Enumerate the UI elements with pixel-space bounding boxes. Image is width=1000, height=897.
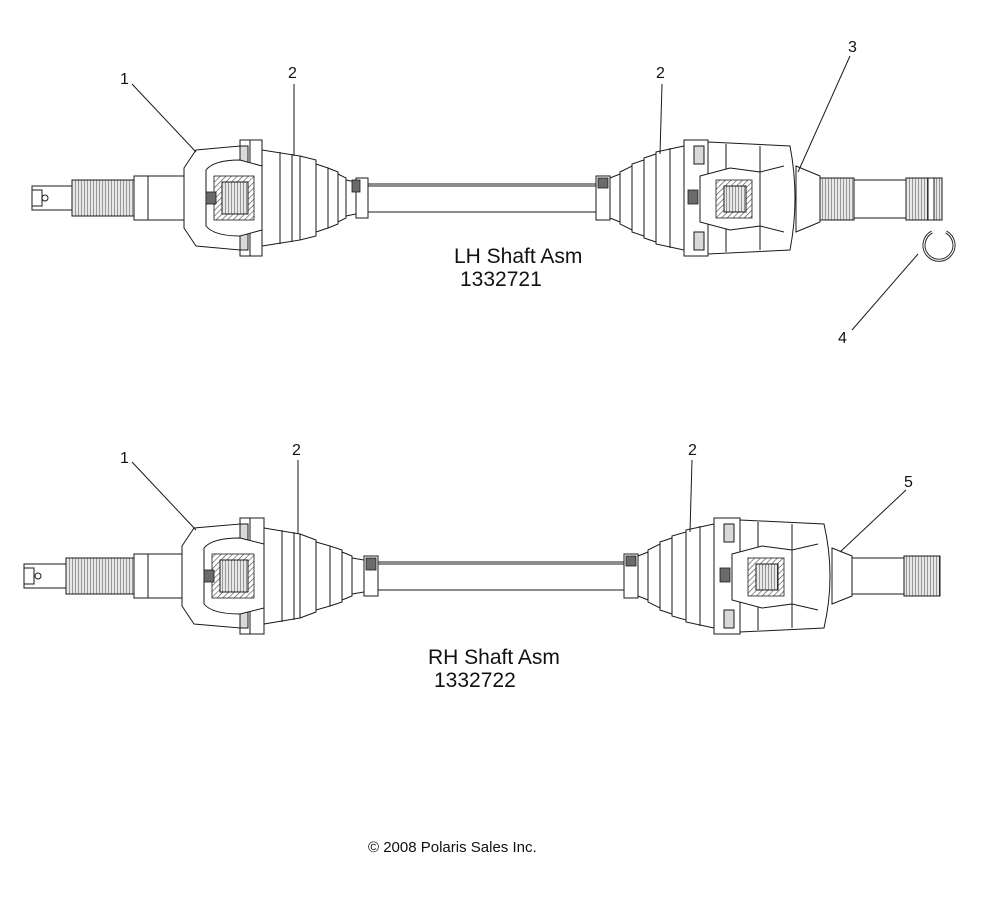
rh-callout-5: 5	[904, 474, 913, 491]
rh-leader-2-inner	[689, 459, 693, 533]
lh-bar-shaft	[367, 183, 599, 213]
rh-outer-clamp	[363, 555, 379, 597]
rh-outer-stub-shaft	[23, 553, 183, 599]
lh-leader-4	[851, 253, 919, 331]
copyright-notice: © 2008 Polaris Sales Inc.	[368, 839, 537, 856]
rh-assembly-part-number: 1332722	[434, 669, 516, 692]
rh-bar-shaft	[377, 561, 625, 591]
lh-inner-boot	[609, 145, 685, 251]
lh-callout-2-outer: 2	[288, 65, 297, 82]
rh-leader-5	[839, 489, 907, 553]
rh-callout-2-inner: 2	[688, 442, 697, 459]
lh-assembly-part-number: 1332721	[460, 268, 542, 291]
lh-assembly-name: LH Shaft Asm	[454, 245, 582, 268]
lh-leader-1	[131, 83, 197, 153]
lh-circlip	[922, 230, 956, 262]
lh-leader-3	[797, 55, 851, 173]
lh-callout-1: 1	[120, 71, 129, 88]
lh-leader-2-inner	[659, 83, 663, 155]
rh-inner-stub-shaft	[831, 547, 941, 605]
lh-inner-stub-shaft	[795, 165, 943, 233]
rh-assembly-name: RH Shaft Asm	[428, 646, 560, 669]
lh-outer-stub-shaft	[31, 175, 185, 221]
lh-inner-cv-joint	[683, 139, 796, 257]
rh-inner-cv-joint	[713, 517, 831, 635]
rh-callout-1: 1	[120, 450, 129, 467]
lh-callout-2-inner: 2	[656, 65, 665, 82]
lh-callout-4: 4	[838, 330, 847, 347]
rh-callout-2-outer: 2	[292, 442, 301, 459]
rh-outer-cv-joint	[181, 517, 265, 635]
lh-inner-clamp	[595, 175, 611, 221]
lh-outer-cv-joint	[183, 139, 263, 257]
lh-outer-boot	[261, 149, 357, 247]
rh-outer-boot	[263, 527, 365, 625]
rh-shaft-assembly: 1 2 2 5 RH Shaft Asm 1332722	[23, 442, 941, 692]
rh-inner-boot	[637, 523, 715, 629]
rh-leader-1	[131, 461, 197, 531]
lh-callout-3: 3	[848, 39, 857, 56]
rh-inner-clamp	[623, 553, 639, 599]
lh-shaft-assembly: 1 2 2 3 4 LH Shaft Asm 1332721	[31, 39, 956, 347]
